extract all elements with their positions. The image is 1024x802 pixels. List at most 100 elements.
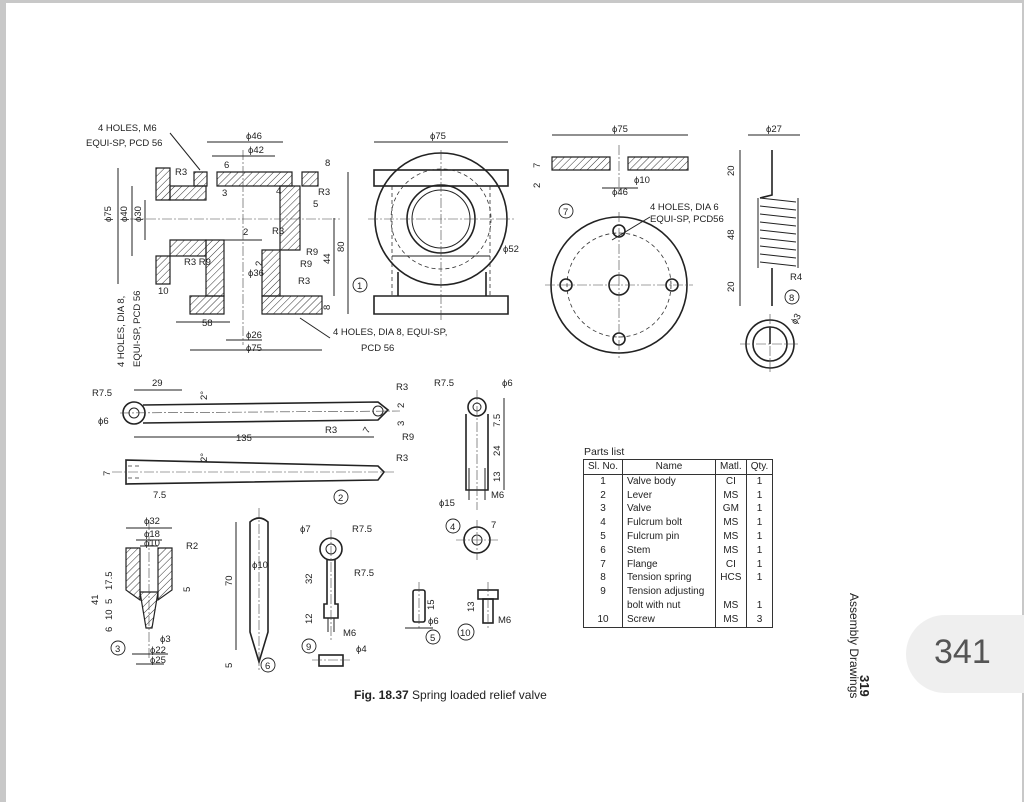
dim-r7.5-bolt: R7.5 xyxy=(434,378,454,389)
dim-phi75-flange: ϕ75 xyxy=(612,124,628,135)
dim-r3-c: R3 xyxy=(272,226,284,237)
dim-r7.5-bolt9: R7.5 xyxy=(352,524,372,535)
note-4holes-dia8-left: 4 HOLES, DIA 8, xyxy=(116,296,127,367)
dim-r3-d: R3 xyxy=(298,276,310,287)
dim-phi40: ϕ40 xyxy=(119,206,130,222)
cell-sl: 6 xyxy=(582,543,624,558)
cell-name: Fulcrum pin xyxy=(622,529,717,544)
dim-29: 29 xyxy=(152,378,163,389)
dim-8-a: 8 xyxy=(325,158,330,169)
dim-24: 24 xyxy=(492,445,503,456)
dim-3-lever: 3 xyxy=(396,421,407,426)
dim-phi75-bottom: ϕ75 xyxy=(246,343,262,354)
dim-20-top: 20 xyxy=(726,165,737,176)
parts-table-header-row: Sl. No. Name Matl. Qty. xyxy=(582,459,774,475)
dim-phi46: ϕ46 xyxy=(246,131,262,142)
dim-5-valve-right: 5 xyxy=(182,587,193,592)
dim-r7.5-lever: R7.5 xyxy=(92,388,112,399)
cell-name: Lever xyxy=(622,488,717,503)
cell-name: Tension spring xyxy=(622,571,717,586)
cell-sl: 2 xyxy=(582,488,624,503)
cell-matl: MS xyxy=(715,488,747,503)
page-indicator-number: 341 xyxy=(934,633,991,671)
part-number-2: 2 xyxy=(338,493,343,504)
parts-list-title: Parts list xyxy=(584,446,625,458)
dim-r9-c: R9 xyxy=(402,432,414,443)
col-sl-no: Sl. No. xyxy=(582,459,624,475)
cell-qty: 1 xyxy=(745,598,774,613)
col-name: Name xyxy=(622,459,717,475)
dim-r3-a: R3 xyxy=(175,167,187,178)
cell-sl: 8 xyxy=(582,571,624,586)
dim-r3-r9: R3 R9 xyxy=(184,257,211,268)
dim-3: 3 xyxy=(222,188,227,199)
dim-4: 4 xyxy=(276,186,281,197)
dim-r3-f: R3 xyxy=(325,425,337,436)
dim-2deg-2: 2° xyxy=(199,453,210,462)
cell-name: Valve xyxy=(622,502,717,517)
dim-phi4: ϕ4 xyxy=(356,644,367,655)
dim-7-lever: 7 xyxy=(361,425,373,435)
document-page: 4 HOLES, M6 EQUI-SP, PCD 56 ϕ46 ϕ42 R3 R… xyxy=(6,3,1024,802)
dim-phi32: ϕ32 xyxy=(144,516,160,527)
dim-r3-e: R3 xyxy=(396,382,408,393)
cell-qty: 1 xyxy=(745,571,774,586)
dim-5-valve: 5 xyxy=(104,599,115,604)
dim-r2: R2 xyxy=(186,541,198,552)
cell-sl: 7 xyxy=(582,557,624,572)
dim-48: 48 xyxy=(726,229,737,240)
dim-7-bolt: 7 xyxy=(491,520,496,531)
cell-matl: CI xyxy=(715,557,747,572)
dim-phi22: ϕ22 xyxy=(150,645,166,656)
dim-m6-screw: M6 xyxy=(498,615,511,626)
dim-phi42: ϕ42 xyxy=(248,145,264,156)
dim-8-b: 8 xyxy=(322,305,333,310)
cell-qty: 1 xyxy=(745,516,774,530)
dim-13-bolt: 13 xyxy=(492,471,503,482)
dim-r3-b: R3 xyxy=(318,187,330,198)
dim-58: 58 xyxy=(202,318,213,329)
stem-view: ϕ10 70 5 6 xyxy=(224,508,276,673)
dim-32: 32 xyxy=(304,573,315,584)
part-number-4: 4 xyxy=(450,522,455,533)
dim-10: 10 xyxy=(158,286,169,297)
figure-caption-text: Spring loaded relief valve xyxy=(412,688,547,702)
cell-matl: MS xyxy=(715,516,747,530)
dim-phi18: ϕ18 xyxy=(144,529,160,540)
fulcrum-bolt-views: R7.5 ϕ6 7.5 24 13 ϕ15 M6 7 4 xyxy=(434,378,513,560)
dim-20-bottom: 20 xyxy=(726,281,737,292)
dim-6-valve: 6 xyxy=(104,627,115,632)
cell-name: Flange xyxy=(622,557,717,572)
dim-10-valve: 10 xyxy=(104,609,115,620)
cell-matl: HCS xyxy=(715,571,747,586)
dim-r9-b: R9 xyxy=(300,259,312,270)
part-number-7: 7 xyxy=(563,207,568,218)
fulcrum-pin-view: 15 ϕ6 5 xyxy=(405,582,441,645)
cell-matl: MS xyxy=(715,529,747,544)
dim-2-vertical: 2 xyxy=(254,261,265,266)
figure-caption: Fig. 18.37 Spring loaded relief valve xyxy=(354,688,547,702)
dim-135: 135 xyxy=(236,433,252,444)
valve-body-section-view xyxy=(117,132,349,351)
lever-views: R7.5 29 2° R3 ϕ6 135 R3 7 2 3 R9 7 2° R3… xyxy=(92,378,414,505)
dim-phi6-pin: ϕ6 xyxy=(428,616,439,627)
valve-section-view: ϕ32 ϕ18 ϕ10 R2 41 17.5 5 10 6 5 ϕ3 ϕ22 ϕ… xyxy=(90,516,198,666)
dim-m6-bolt9: M6 xyxy=(343,628,356,639)
cell-matl: MS xyxy=(715,543,747,558)
col-qty: Qty. xyxy=(745,459,774,475)
dim-6: 6 xyxy=(224,160,229,171)
dim-phi36: ϕ36 xyxy=(248,268,264,279)
dim-phi10: ϕ10 xyxy=(634,175,650,186)
cell-matl: MS xyxy=(715,612,747,628)
note-4holes-dia8-bottom: 4 HOLES, DIA 8, EQUI-SP, xyxy=(333,327,447,338)
dim-r9-a: R9 xyxy=(306,247,318,258)
cell-sl xyxy=(582,598,624,613)
dim-80: 80 xyxy=(336,241,347,252)
dim-12: 12 xyxy=(304,613,315,624)
cell-sl: 5 xyxy=(582,529,624,544)
cell-sl: 1 xyxy=(582,474,624,489)
